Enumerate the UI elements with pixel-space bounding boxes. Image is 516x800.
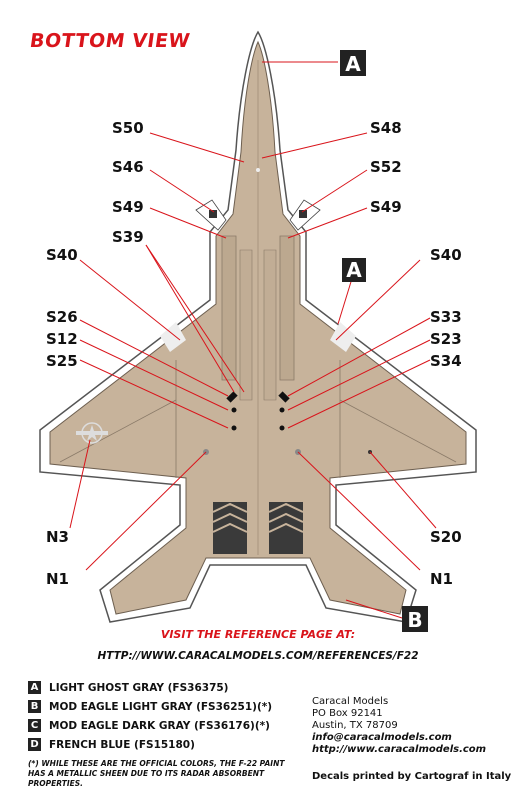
label-s48: S48 — [370, 119, 402, 137]
svg-text:A: A — [345, 52, 361, 76]
airframe — [39, 30, 477, 623]
website-link[interactable]: http://www.caracalmodels.com — [312, 744, 487, 755]
legend-item: B MOD EAGLE LIGHT GRAY (FS36251)(*) — [28, 697, 272, 716]
label-s34: S34 — [430, 352, 462, 370]
label-s25: S25 — [46, 352, 78, 370]
reference-url[interactable]: HTTP://WWW.CARACALMODELS.COM/REFERENCES/… — [97, 650, 419, 662]
label-s40-right: S40 — [430, 246, 462, 264]
label-n1-left: N1 — [46, 570, 69, 588]
legend-key: D — [28, 738, 41, 751]
label-s49-right: S49 — [370, 198, 402, 216]
label-s49-left: S49 — [112, 198, 144, 216]
po-box: PO Box 92141 — [312, 708, 383, 719]
label-s39: S39 — [112, 228, 144, 246]
legend-key: A — [28, 681, 41, 694]
legend-key: C — [28, 719, 41, 732]
legend-item: A LIGHT GHOST GRAY (FS36375) — [28, 678, 272, 697]
svg-text:A: A — [346, 258, 362, 282]
national-insignia — [76, 422, 108, 444]
label-s26: S26 — [46, 308, 78, 326]
stencil-labels: S50 S48 S46 S52 S49 S49 S39 S40 S40 S26 … — [46, 119, 462, 588]
leader-lines — [69, 61, 437, 619]
engine-nozzles — [212, 502, 304, 554]
legend-item: C MOD EAGLE DARK GRAY (FS36176)(*) — [28, 716, 272, 735]
label-s12: S12 — [46, 330, 78, 348]
label-s33: S33 — [430, 308, 462, 326]
label-n1-right: N1 — [430, 570, 453, 588]
legend-label: MOD EAGLE LIGHT GRAY (FS36251)(*) — [49, 700, 273, 713]
legend-label: FRENCH BLUE (FS15180) — [49, 738, 195, 751]
email-link[interactable]: info@caracalmodels.com — [312, 732, 452, 743]
label-n3: N3 — [46, 528, 69, 546]
reference-heading: VISIT THE REFERENCE PAGE AT: — [160, 628, 356, 641]
label-s40-left: S40 — [46, 246, 78, 264]
callout-B: B — [402, 606, 428, 632]
legend-item: D FRENCH BLUE (FS15180) — [28, 735, 272, 754]
label-s52: S52 — [370, 158, 402, 176]
legend-label: LIGHT GHOST GRAY (FS36375) — [49, 681, 229, 694]
callout-A-mid: A — [342, 258, 366, 282]
label-s46: S46 — [112, 158, 144, 176]
svg-text:B: B — [407, 608, 422, 632]
legend-label: MOD EAGLE DARK GRAY (FS36176)(*) — [49, 719, 270, 732]
label-s23: S23 — [430, 330, 462, 348]
city: Austin, TX 78709 — [312, 720, 398, 731]
printed-by: Decals printed by Cartograf in Italy — [312, 771, 512, 782]
legend-key: B — [28, 700, 41, 713]
color-legend: A LIGHT GHOST GRAY (FS36375) B MOD EAGLE… — [28, 678, 272, 754]
company-name: Caracal Models — [312, 696, 389, 707]
paint-note: (*) WHILE THESE ARE THE OFFICIAL COLORS,… — [28, 759, 285, 788]
company-address: Caracal Models PO Box 92141 Austin, TX 7… — [312, 696, 486, 756]
callout-A-top: A — [340, 50, 366, 76]
label-s20: S20 — [430, 528, 462, 546]
label-s50: S50 — [112, 119, 144, 137]
